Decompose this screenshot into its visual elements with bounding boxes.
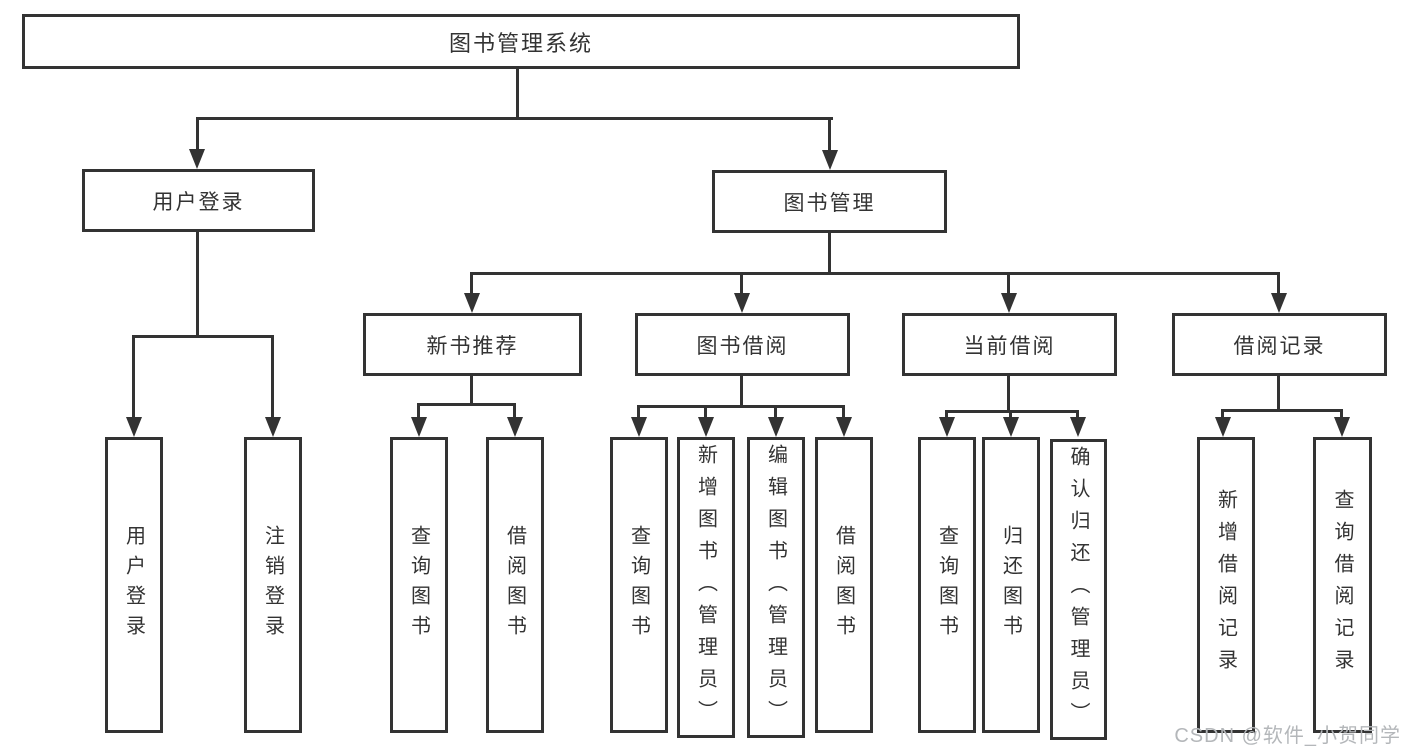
arrow-down-icon	[265, 417, 281, 437]
node-query-book-2: 查询图书	[610, 437, 668, 733]
arrow-down-icon	[822, 150, 838, 170]
connector-line	[774, 405, 777, 419]
connector-line	[637, 405, 845, 408]
arrow-down-icon	[768, 417, 784, 437]
arrow-down-icon	[698, 417, 714, 437]
connector-line	[637, 405, 640, 419]
connector-line	[271, 335, 274, 419]
node-borrow-records: 借阅记录	[1172, 313, 1387, 376]
arrow-down-icon	[464, 293, 480, 313]
node-query-book-3: 查询图书	[918, 437, 976, 733]
arrow-down-icon	[1003, 417, 1019, 437]
connector-line	[1007, 272, 1010, 295]
connector-line	[704, 405, 707, 419]
arrow-down-icon	[631, 417, 647, 437]
node-user-login: 用户登录	[82, 169, 315, 232]
node-book-management: 图书管理	[712, 170, 947, 233]
connector-line	[828, 233, 831, 275]
connector-line	[1277, 376, 1280, 412]
arrow-down-icon	[411, 417, 427, 437]
node-query-borrow-record: 查询借阅记录	[1313, 437, 1372, 733]
csdn-watermark: CSDN @软件_小贺同学	[1174, 725, 1401, 747]
connector-line	[842, 405, 845, 419]
connector-line	[828, 117, 831, 152]
node-confirm-return-admin: 确认归还（管理员）	[1050, 439, 1107, 740]
arrow-down-icon	[836, 417, 852, 437]
connector-line	[196, 117, 199, 151]
arrow-down-icon	[126, 417, 142, 437]
node-current-borrowing: 当前借阅	[902, 313, 1117, 376]
node-add-book-admin: 新增图书（管理员）	[677, 437, 735, 738]
arrow-down-icon	[1001, 293, 1017, 313]
connector-line	[132, 335, 135, 419]
connector-line	[470, 376, 473, 406]
connector-line	[132, 335, 274, 338]
connector-line	[945, 410, 948, 419]
connector-line	[740, 272, 743, 295]
connector-line	[196, 232, 199, 335]
node-logout-leaf: 注销登录	[244, 437, 302, 733]
arrow-down-icon	[1271, 293, 1287, 313]
connector-line	[516, 68, 519, 117]
arrow-down-icon	[1334, 417, 1350, 437]
connector-line	[1076, 410, 1079, 419]
arrow-down-icon	[734, 293, 750, 313]
connector-line	[1277, 272, 1280, 295]
node-borrow-book-1: 借阅图书	[486, 437, 544, 733]
node-edit-book-admin: 编辑图书（管理员）	[747, 437, 805, 738]
connector-line	[470, 272, 473, 295]
node-new-book-recommend: 新书推荐	[363, 313, 582, 376]
connector-line	[417, 403, 420, 419]
node-add-borrow-record: 新增借阅记录	[1197, 437, 1255, 733]
arrow-down-icon	[189, 149, 205, 169]
node-user-login-leaf: 用户登录	[105, 437, 163, 733]
connector-line	[1221, 409, 1343, 412]
node-book-borrowing: 图书借阅	[635, 313, 850, 376]
arrow-down-icon	[507, 417, 523, 437]
node-return-book: 归还图书	[982, 437, 1040, 733]
connector-line	[1007, 376, 1010, 413]
connector-line	[197, 117, 833, 120]
node-library-system: 图书管理系统	[22, 14, 1020, 69]
connector-line	[1009, 410, 1012, 419]
node-query-book-1: 查询图书	[390, 437, 448, 733]
arrow-down-icon	[939, 417, 955, 437]
connector-line	[470, 272, 1280, 275]
arrow-down-icon	[1215, 417, 1231, 437]
arrow-down-icon	[1070, 417, 1086, 437]
connector-line	[417, 403, 516, 406]
connector-line	[1221, 409, 1224, 419]
connector-line	[740, 376, 743, 408]
node-borrow-book-2: 借阅图书	[815, 437, 873, 733]
connector-line	[513, 403, 516, 419]
connector-line	[1340, 409, 1343, 419]
connector-line	[945, 410, 1079, 413]
